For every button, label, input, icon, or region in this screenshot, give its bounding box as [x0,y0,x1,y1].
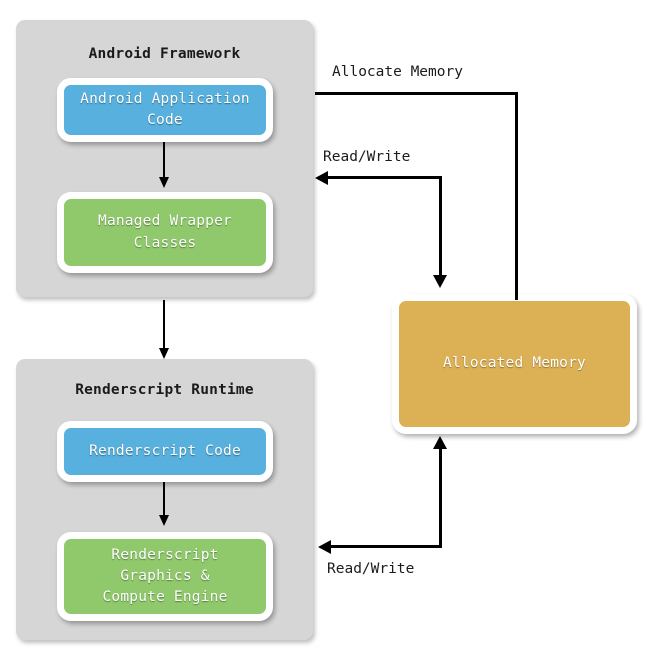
edge-allocate-memory-label: Allocate Memory [332,64,463,80]
edge-read-write-bottom-vertical [439,448,442,547]
node-allocated-memory[interactable]: Allocated Memory [392,294,637,434]
node-renderscript-graphics-compute-engine[interactable]: Renderscript Graphics & Compute Engine [57,532,273,621]
node-managed-wrapper-classes[interactable]: Managed Wrapper Classes [57,192,273,273]
edge-read-write-bottom-label: Read/Write [327,561,415,577]
node-managed-wrapper-classes-label: Managed Wrapper Classes [98,213,232,251]
edge-read-write-top-arrowhead-down [433,275,447,288]
edge-app-code-to-wrapper-line [163,142,165,181]
node-renderscript-code[interactable]: Renderscript Code [57,421,273,482]
edge-framework-to-runtime-arrowhead [159,348,169,359]
edge-rs-code-to-engine-line [163,482,165,519]
edge-read-write-top-vertical [439,176,442,279]
edge-rs-code-to-engine-arrowhead [159,515,169,526]
edge-read-write-bottom-horizontal [331,545,442,548]
node-renderscript-code-label: Renderscript Code [89,442,241,459]
edge-read-write-bottom-arrowhead-up [433,436,447,449]
edge-framework-to-runtime-line [163,300,165,353]
edge-allocate-memory-vertical [515,92,518,300]
edge-app-code-to-wrapper-arrowhead [159,177,169,188]
panel-android-framework-title: Android Framework [88,46,241,62]
node-android-application-code[interactable]: Android Application Code [57,78,273,142]
node-allocated-memory-label: Allocated Memory [443,355,586,372]
node-android-application-code-label: Android Application Code [80,90,250,128]
edge-read-write-top-horizontal [328,176,442,179]
edge-allocate-memory-horizontal [315,92,518,95]
edge-read-write-top-arrowhead-left [315,171,328,185]
edge-read-write-top-label: Read/Write [323,149,411,165]
edge-read-write-bottom-arrowhead-left [318,540,331,554]
node-renderscript-graphics-compute-engine-label: Renderscript Graphics & Compute Engine [102,546,228,605]
panel-renderscript-runtime-title: Renderscript Runtime [75,382,254,398]
